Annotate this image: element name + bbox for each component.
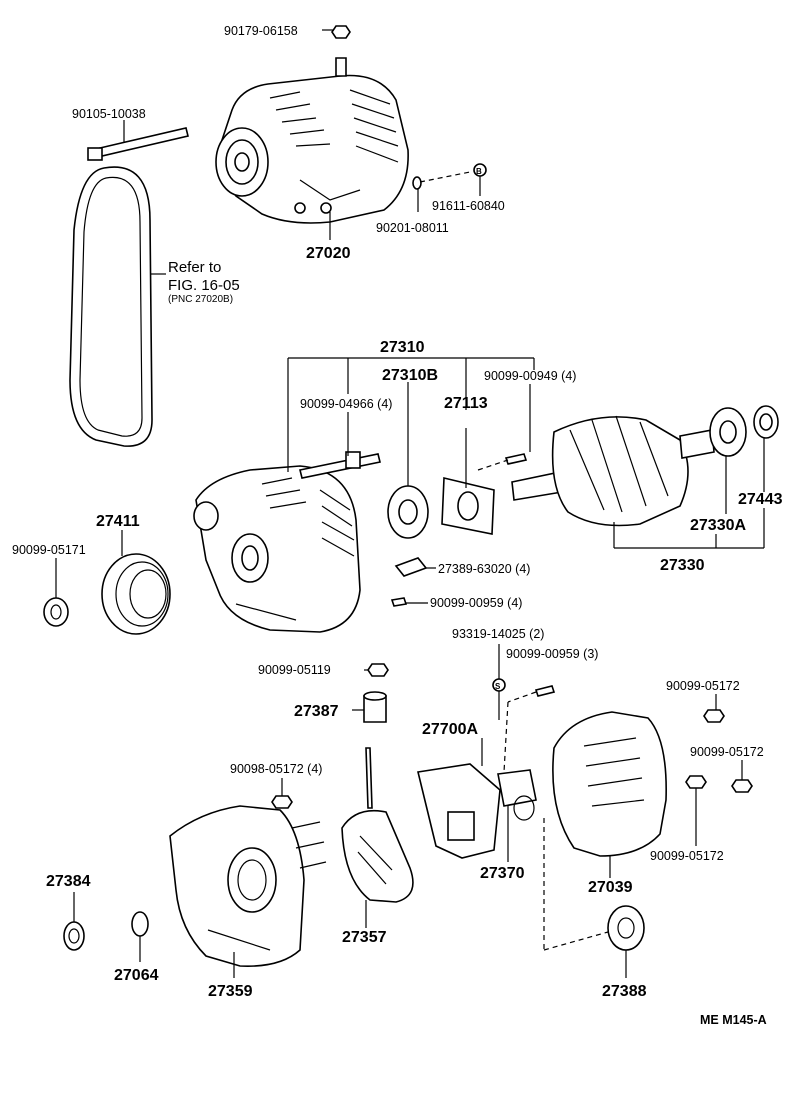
terminal-insulator-27387 (363, 691, 387, 723)
v-belt-drawing (69, 166, 153, 447)
callout-27443: 27443 (738, 491, 783, 508)
regulator-27700A (417, 763, 501, 859)
callout-27039: 27039 (588, 879, 633, 896)
leader-lines (55, 29, 765, 978)
pulley-27411 (101, 553, 171, 635)
callout-27411: 27411 (96, 513, 140, 530)
callout-91611-60840: 91611-60840 (432, 199, 505, 213)
stud-bolt-90099-04966 (299, 451, 381, 479)
callout-90099-05119: 90099-05119 (258, 663, 331, 677)
nut-91611-60840: B (473, 163, 487, 177)
callout-27357: 27357 (342, 929, 387, 946)
callout-90099-05172-top: 90099-05172 (666, 679, 740, 693)
nuts-90099-05172 (685, 709, 753, 793)
refer-note-line-2: FIG. 16-05 (168, 277, 240, 294)
callout-90105-10038: 90105-10038 (72, 107, 146, 121)
callout-27359: 27359 (208, 983, 253, 1000)
svg-text:B: B (476, 167, 482, 176)
nut-90099-05119 (367, 663, 389, 677)
callout-27700A: 27700A (422, 721, 478, 738)
callout-90099-04966: 90099-04966 (4) (300, 397, 392, 411)
callout-90099-00959-4: 90099-00959 (4) (430, 596, 522, 610)
callout-27387: 27387 (294, 703, 339, 720)
callout-27020: 27020 (306, 245, 351, 262)
callout-27388: 27388 (602, 983, 647, 1000)
bearing-27330A (709, 407, 747, 457)
bolt-90105-10038 (87, 127, 189, 161)
rectifier-end-frame-27359 (169, 805, 327, 967)
cover-27384 (63, 921, 85, 951)
callout-93319-14025: 93319-14025 (2) (452, 627, 544, 641)
svg-text:S: S (495, 682, 501, 691)
nut-90179-06158 (331, 25, 351, 39)
screw-90099-00949 (504, 453, 528, 465)
callout-27384: 27384 (46, 873, 91, 890)
clip-93319-14025: S (492, 678, 506, 692)
refer-note-line-3: (PNC 27020B) (168, 294, 233, 305)
screw-90099-00959-3 (534, 685, 556, 697)
nut-90099-05171 (43, 597, 69, 627)
washer-90201-08011 (412, 176, 422, 190)
bearing-27388 (607, 905, 645, 951)
callout-90099-00959-3: 90099-00959 (3) (506, 647, 598, 661)
retainer-plate-27113 (441, 476, 495, 535)
ring-27064 (131, 911, 149, 937)
drive-end-frame-drawing (193, 465, 361, 633)
callout-27330: 27330 (660, 557, 705, 574)
nut-90098-05172 (271, 795, 293, 809)
callout-27370: 27370 (480, 865, 525, 882)
refer-note-line-1: Refer to (168, 259, 221, 276)
callout-90179-06158: 90179-06158 (224, 24, 298, 38)
callout-27330A: 27330A (690, 517, 746, 534)
callout-90099-05171: 90099-05171 (12, 543, 86, 557)
callout-90201-08011: 90201-08011 (376, 221, 449, 235)
figure-code: ME M145-A (700, 1013, 767, 1027)
rotor-drawing (511, 415, 715, 527)
callout-90099-05172-right: 90099-05172 (690, 745, 764, 759)
alternator-assembly-drawing (215, 57, 409, 224)
callout-27113: 27113 (444, 395, 488, 412)
callout-27389-63020: 27389-63020 (4) (438, 562, 530, 576)
screw-90099-00959-4 (390, 597, 408, 607)
insulator-27389-63020 (394, 557, 428, 577)
cover-27443 (753, 405, 779, 439)
brush-holder-27370 (497, 769, 537, 821)
callout-27064: 27064 (114, 967, 159, 984)
callout-27310B: 27310B (382, 367, 438, 384)
rectifier-holder-27357 (341, 747, 414, 903)
callout-90099-00949: 90099-00949 (4) (484, 369, 576, 383)
rear-cover-27039 (552, 711, 667, 857)
callout-27310: 27310 (380, 339, 425, 356)
callout-90099-05172-bottom: 90099-05172 (650, 849, 724, 863)
callout-90098-05172: 90098-05172 (4) (230, 762, 322, 776)
bearing-27310B (387, 485, 429, 539)
